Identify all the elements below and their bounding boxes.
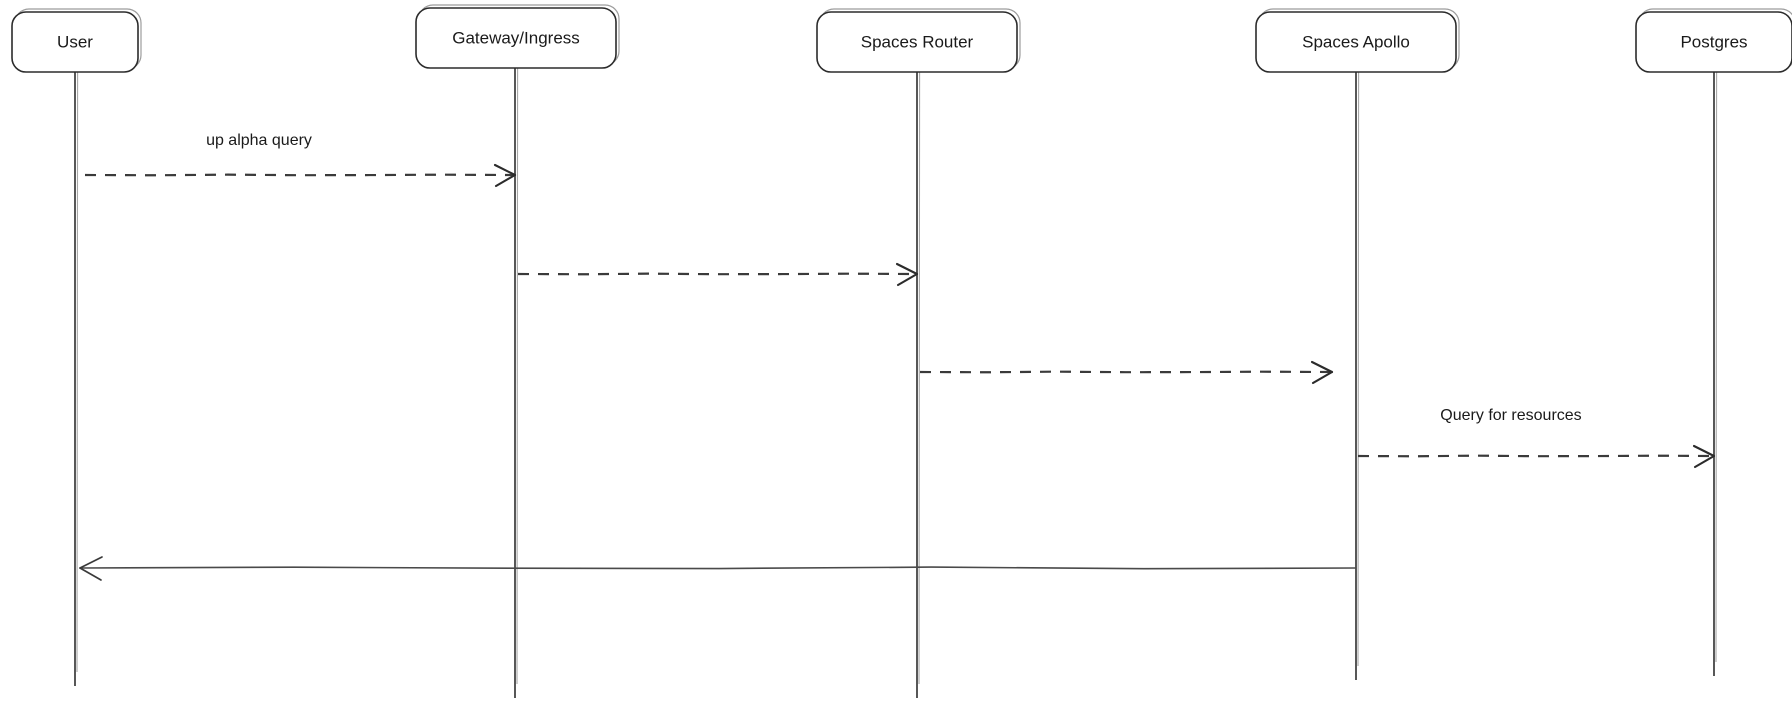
- arrowhead-upper-2: [895, 262, 919, 276]
- actor-box-gateway[interactable]: Gateway/Ingress: [415, 4, 620, 69]
- lifeline-ghost-apollo: [1357, 71, 1360, 667]
- actor-label-postgres: Postgres: [1680, 32, 1747, 51]
- actor-box-user[interactable]: User: [11, 8, 142, 73]
- lifeline-apollo: [1355, 71, 1360, 680]
- message-label-1: up alpha query: [206, 132, 312, 149]
- message-2-gateway-to-router[interactable]: [517, 262, 919, 287]
- message-1-user-to-gateway[interactable]: up alpha query: [84, 132, 517, 188]
- arrowhead-lower-4: [1693, 454, 1716, 469]
- arrowhead-upper-5: [79, 556, 103, 569]
- lifeline-router: [916, 71, 921, 698]
- actor-label-apollo: Spaces Apollo: [1302, 32, 1410, 51]
- lifeline-user: [74, 71, 79, 686]
- actor-box-rect-postgres[interactable]: [1635, 11, 1792, 73]
- actor-box-rect-user[interactable]: [11, 11, 139, 73]
- actor-box-rect-router[interactable]: [816, 11, 1018, 73]
- lifeline-ghost-user: [76, 71, 79, 673]
- lifeline-postgres: [1713, 71, 1718, 676]
- message-line-5: [81, 566, 1357, 570]
- arrowhead-lower-1: [494, 173, 517, 188]
- lifelines-layer: [74, 67, 1718, 698]
- lifeline-ghost-postgres: [1715, 71, 1718, 663]
- message-3-router-to-apollo[interactable]: [919, 360, 1334, 385]
- actor-box-rect-gateway[interactable]: [415, 7, 617, 69]
- lifeline-ghost-gateway: [516, 67, 519, 685]
- actor-box-rect-apollo[interactable]: [1255, 11, 1457, 73]
- arrowhead-upper-4: [1692, 444, 1716, 458]
- arrowhead-upper-3: [1310, 360, 1334, 374]
- actor-label-router: Spaces Router: [861, 32, 974, 51]
- actor-label-gateway: Gateway/Ingress: [452, 28, 580, 47]
- message-line-1: [84, 173, 514, 177]
- message-line-4: [1357, 454, 1713, 458]
- lifeline-ghost-router: [918, 71, 921, 685]
- actor-label-user: User: [57, 32, 93, 51]
- message-5-apollo-to-user[interactable]: [79, 556, 1357, 581]
- lifeline-gateway: [514, 67, 519, 698]
- message-4-apollo-to-postgres[interactable]: Query for resources: [1357, 407, 1716, 469]
- message-line-2: [517, 272, 916, 276]
- message-line-3: [919, 370, 1331, 374]
- arrowhead-lower-5: [79, 567, 102, 581]
- arrowhead-lower-3: [1311, 370, 1334, 385]
- actor-box-router[interactable]: Spaces Router: [816, 8, 1021, 73]
- actor-box-apollo[interactable]: Spaces Apollo: [1255, 8, 1460, 73]
- arrowhead-upper-1: [493, 163, 517, 177]
- actor-box-postgres[interactable]: Postgres: [1635, 8, 1792, 73]
- actors-layer: User Gateway/Ingress Spaces Router Spaces A…: [11, 4, 1792, 73]
- arrowhead-lower-2: [896, 272, 919, 287]
- message-label-4: Query for resources: [1440, 407, 1581, 424]
